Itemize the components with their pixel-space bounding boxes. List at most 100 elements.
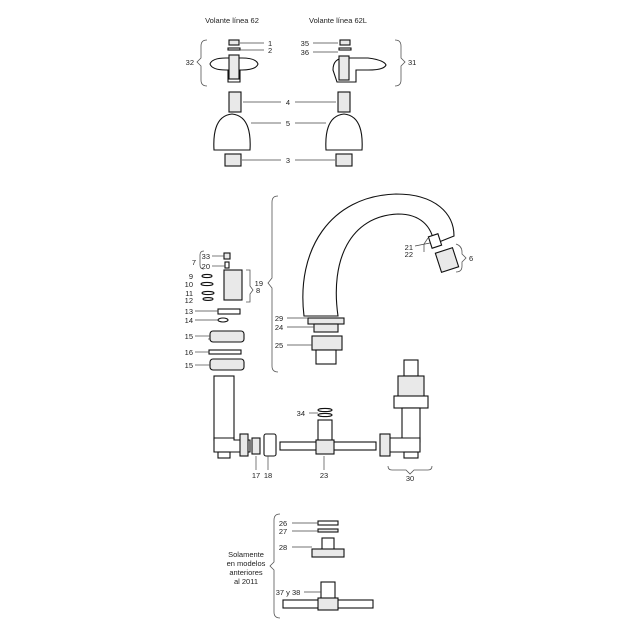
callout-31: 31 [408,58,416,67]
spout-body [302,193,455,317]
callout-7: 7 [192,258,196,267]
bracket-31 [394,39,406,87]
callout-37-38: 37 y 38 [276,588,301,597]
bracket-32 [196,39,208,87]
bracket-30 [387,465,433,475]
callout-25: 25 [275,341,283,350]
screw-1-left [228,39,240,46]
callout-26: 26 [279,519,287,528]
lever-handle-right [332,39,387,83]
nut-18 [263,433,277,457]
callout-14: 14 [185,316,193,325]
callout-36: 36 [301,48,309,57]
callout-32: 32 [186,58,194,67]
callout-1: 1 [268,39,272,48]
callout-11: 11 [185,289,193,298]
washer-24 [313,323,339,333]
callout-2: 2 [268,46,272,55]
callout-30: 30 [406,474,414,483]
tee-37-38-center [317,597,339,611]
note-line-4: al 2011 [234,577,258,586]
callout-17: 17 [252,471,260,480]
callout-27: 27 [279,527,287,536]
right-valve-tube [401,407,421,443]
washer-26 [317,520,339,526]
fitting-28-top [321,537,335,551]
oring-9 [201,273,213,279]
nut-15-upper [209,330,245,343]
callout-23: 23 [320,471,328,480]
washer-27 [317,528,339,533]
left-valve-base [217,451,231,459]
note-line-3: anteriores [229,568,263,577]
cross-handle-left [209,39,259,83]
bracket-older-models [269,513,281,619]
callout-13: 13 [185,307,193,316]
washer-16 [208,349,242,355]
bracket-19 [267,195,279,373]
cap-36 [338,47,352,51]
spout-shank [315,349,337,365]
right-valve-stem [403,359,419,377]
callout-29: 29 [275,314,283,323]
left-elbow-nut [239,433,249,457]
bracket-22 [423,237,429,252]
tee-center [315,439,335,455]
right-valve-body [379,359,429,459]
nut-3-left [224,153,242,167]
callout-5: 5 [286,119,290,128]
tee-connector-23 [279,419,377,455]
note-line-2: en modelos [227,559,266,568]
left-valve-body [213,375,251,459]
callout-8: 8 [256,286,260,295]
callout-12: 12 [185,296,193,305]
callout-28: 28 [279,543,287,552]
callout-6: 6 [469,254,473,263]
cross-handle-hub [228,54,240,80]
callout-33: 33 [202,252,210,261]
screw-33 [223,252,231,260]
lever-handle-hub [338,55,350,81]
callout-15-lower: 15 [185,361,193,370]
bracket-6 [455,243,467,273]
bracket-7 [199,250,205,270]
callout-35: 35 [301,39,309,48]
oring-11 [201,290,215,296]
bracket-8 [246,269,254,303]
callout-21: 21 [405,243,413,252]
callout-15-upper: 15 [185,332,193,341]
callout-16: 16 [185,348,193,357]
callout-18: 18 [264,471,272,480]
right-valve-nut [393,395,429,409]
note-line-1: Solamente [228,550,264,559]
callout-3: 3 [286,156,290,165]
oring-12 [202,297,214,301]
washer-13 [217,308,241,315]
right-elbow [387,437,421,453]
washer-14 [217,317,229,323]
ring-29 [307,317,345,325]
fitting-28-base [311,548,345,558]
cartridge-8 [223,269,243,301]
callout-24: 24 [275,323,283,332]
right-valve-base [403,451,419,459]
stem-4-left [228,91,242,113]
callout-34: 34 [297,409,305,418]
callout-22: 22 [405,250,413,259]
oring-34a [317,407,333,413]
screw-35 [339,39,351,46]
left-valve-tube [213,375,235,441]
callout-20: 20 [202,262,210,271]
callout-4: 4 [286,98,290,107]
callout-9: 9 [189,272,193,281]
title-right-handle: Volante línea 62L [309,16,367,25]
bell-cover-5-left [213,113,251,151]
callout-10: 10 [185,280,193,289]
title-left-handle: Volante línea 62 [205,16,259,25]
washer-17 [251,437,261,455]
cap-2-left [227,47,241,51]
oring-34b [317,412,333,418]
stem-4-right [337,91,351,113]
